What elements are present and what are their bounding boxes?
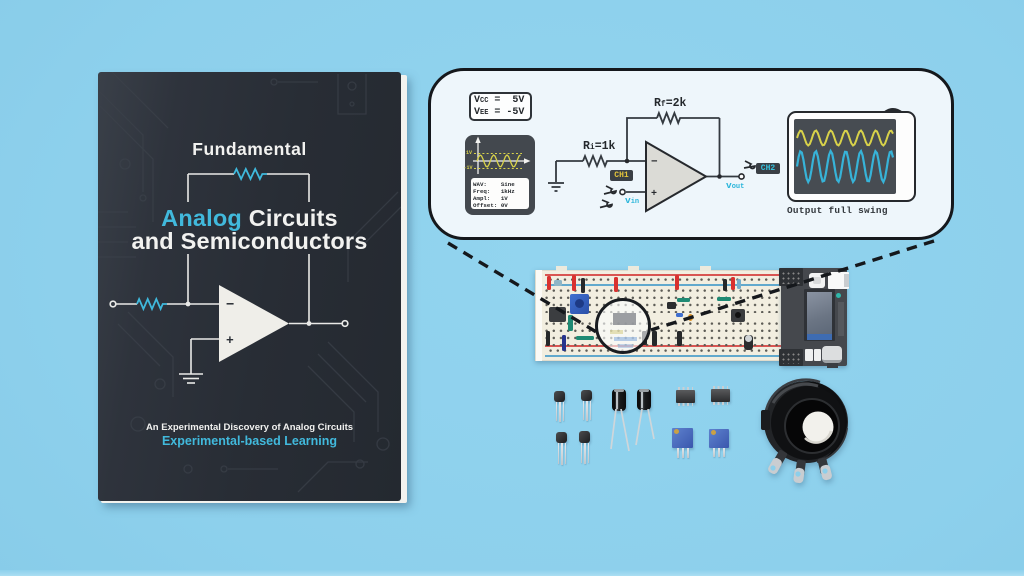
svg-text:+: +: [226, 333, 234, 348]
svg-text:−: −: [226, 298, 234, 314]
